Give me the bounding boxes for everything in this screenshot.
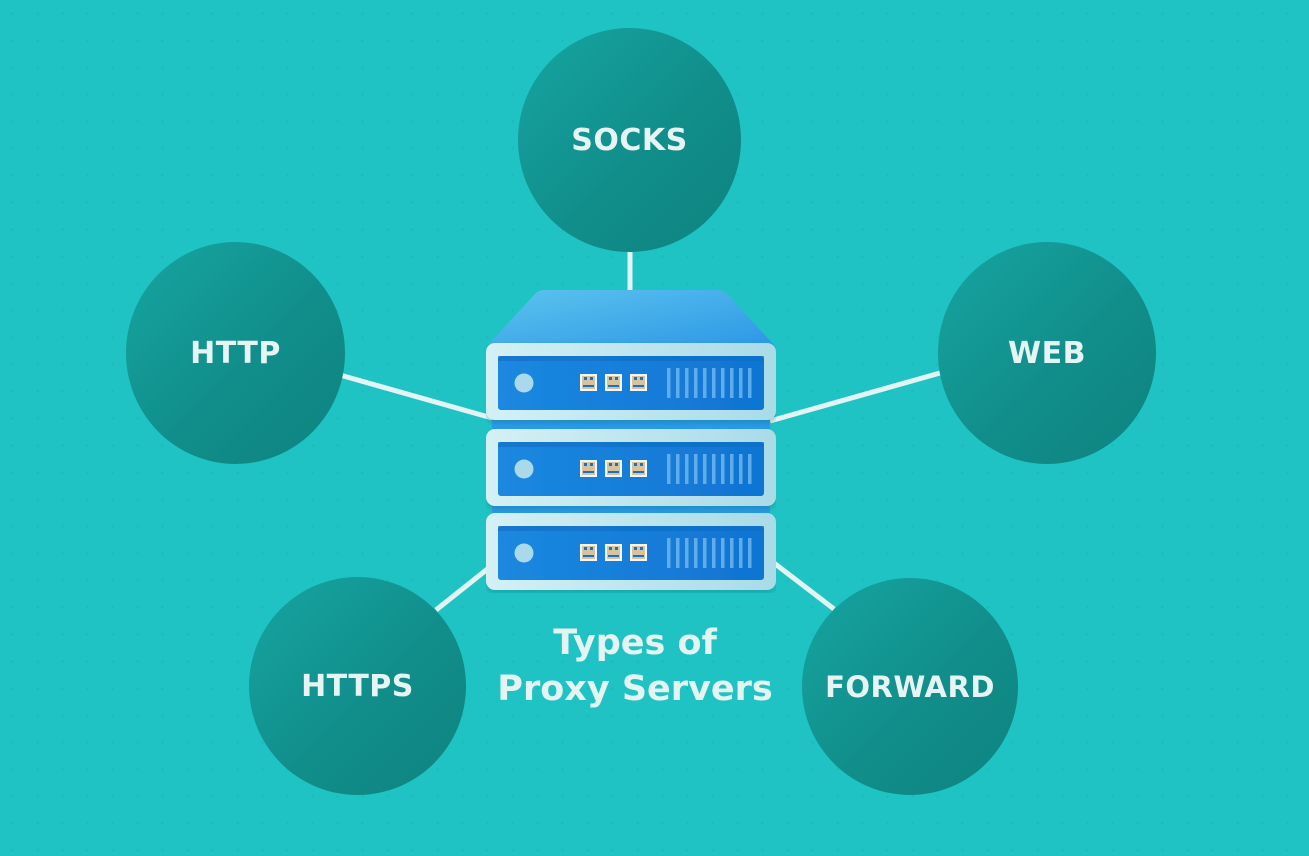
server-vent (703, 538, 707, 568)
server-vent (676, 368, 680, 398)
server-vent (748, 538, 752, 568)
server-vent (676, 454, 680, 484)
server-rack-graphic (486, 290, 776, 590)
server-vent (721, 538, 725, 568)
server-vent (694, 454, 698, 484)
server-vent (712, 368, 716, 398)
server-vent (703, 368, 707, 398)
server-unit (486, 513, 776, 590)
title-line-1: Types of (553, 623, 717, 663)
server-top (488, 290, 774, 345)
node-forward: FORWARD (802, 578, 1018, 795)
server-vent (748, 454, 752, 484)
server-vent (667, 368, 671, 398)
server-vent (694, 368, 698, 398)
server-vent (730, 368, 734, 398)
server-vent (667, 538, 671, 568)
server-vent (694, 538, 698, 568)
connector-web (769, 370, 941, 424)
server-unit (486, 429, 776, 506)
server-rack-icon (486, 289, 776, 593)
server-vent (730, 538, 734, 568)
connector-forward (772, 561, 836, 611)
server-vent (730, 454, 734, 484)
connector-https (434, 565, 492, 612)
server-vent (739, 368, 743, 398)
node-web: WEB (938, 242, 1156, 464)
server-vent (676, 538, 680, 568)
server-vent (685, 538, 689, 568)
node-label: FORWARD (825, 669, 995, 704)
server-vent (721, 454, 725, 484)
server-vent (712, 454, 716, 484)
title-line-2: Proxy Servers (497, 669, 773, 709)
connector-http (339, 372, 493, 421)
node-label: HTTPS (301, 668, 414, 704)
server-vent (703, 454, 707, 484)
server-vent (685, 368, 689, 398)
server-led-icon (514, 543, 534, 563)
server-vent (739, 538, 743, 568)
server-vent (748, 368, 752, 398)
server-vent (685, 454, 689, 484)
node-https: HTTPS (249, 577, 466, 795)
node-label: SOCKS (571, 122, 688, 158)
node-http: HTTP (126, 242, 345, 464)
server-unit (486, 343, 776, 420)
diagram-title: Types of Proxy Servers (480, 620, 790, 712)
server-vent (667, 454, 671, 484)
node-socks: SOCKS (518, 28, 741, 252)
server-vent (739, 454, 743, 484)
server-led-icon (514, 373, 534, 393)
server-vent (721, 368, 725, 398)
node-label: WEB (1008, 335, 1086, 371)
server-led-icon (514, 459, 534, 479)
node-label: HTTP (190, 335, 281, 371)
server-vent (712, 538, 716, 568)
